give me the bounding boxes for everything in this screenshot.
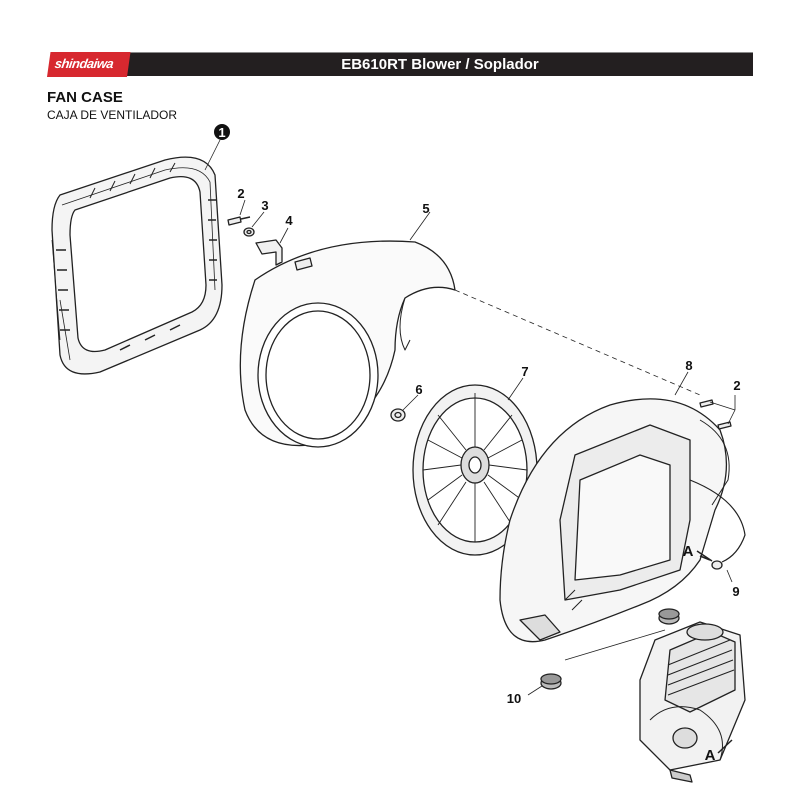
callout-4: 4 [285,213,293,228]
leader-1 [204,139,221,171]
callout-3: 3 [261,198,268,213]
part-8-fan-case-back [499,371,730,643]
part-1-fan-case-frame [51,156,223,375]
page-header: shindaiwa EB610RT Blower / Soplador [47,52,753,77]
part-3-washer [243,211,265,237]
header-bar [127,53,753,76]
callout-5: 5 [422,201,429,216]
callout-8: 8 [685,358,692,373]
callout-6: 6 [415,382,422,397]
part-5-fan-cover [239,211,701,448]
reference-arrows [696,550,733,754]
section-subtitle: CAJA DE VENTILADOR [47,108,178,122]
part-4-bracket [255,227,289,266]
part-7-fan-impeller [412,377,538,556]
part-6-nut [390,394,419,422]
callout-10: 10 [507,691,521,706]
part-2-screw [227,199,251,226]
callout-1-circle [214,124,230,140]
callout-2-left: 2 [237,186,244,201]
reference-label-a-upper: A [683,543,694,560]
part-10-rubber-plugs [527,608,680,696]
part-2-screws-right [699,395,736,430]
callout-1: 1 [218,125,225,140]
callout-2-right: 2 [733,378,740,393]
callout-9: 9 [732,584,739,599]
callout-7: 7 [521,364,528,379]
section-title: FAN CASE [47,89,123,106]
part-9-wire-terminal [689,479,746,583]
reference-label-a-lower: A [705,747,716,764]
engine-assembly [639,621,746,783]
page-title: EB610RT Blower / Soplador [341,56,539,73]
